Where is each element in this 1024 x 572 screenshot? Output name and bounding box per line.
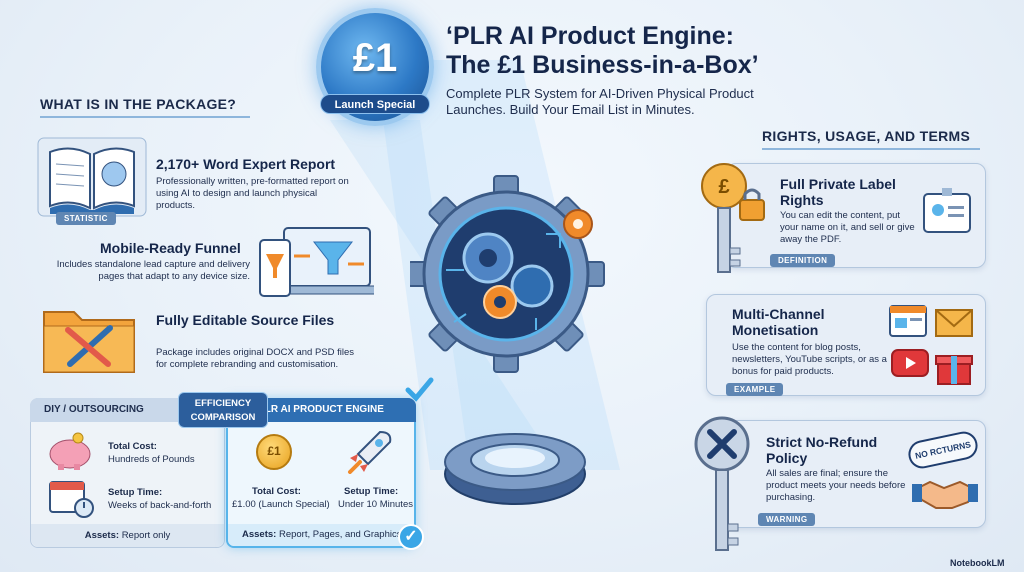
piggy-bank-icon [49, 432, 91, 470]
divider [762, 148, 980, 150]
checkmark-icon [405, 377, 434, 402]
feature-title-source-files: Fully Editable Source Files [156, 312, 335, 328]
id-badge-icon [923, 188, 971, 233]
card-desc-rights: You can edit the content, put your name … [780, 210, 915, 245]
pedestal-gear-icon [444, 433, 586, 505]
calendar-clock-icon [49, 481, 94, 518]
card-title-no-refund: Strict No-Refund Policy [766, 434, 878, 466]
gift-box-icon [935, 355, 973, 385]
divider [40, 116, 250, 118]
page-title: ‘PLR AI Product Engine: The £1 Business-… [446, 22, 759, 79]
x-mark-key-icon [694, 416, 750, 551]
warning-tag: WARNING [758, 513, 816, 526]
check-circle-icon: ✓ [398, 524, 424, 550]
medallion-amount: £1 [352, 36, 398, 80]
definition-tag: DEFINITION [770, 254, 836, 267]
brand-label: NotebookLM [950, 558, 1005, 568]
folder-tools-icon [43, 311, 135, 373]
medallion-ribbon: Launch Special [320, 94, 430, 114]
diy-cost-label: Total Cost: [108, 441, 157, 452]
open-book-icon [37, 137, 147, 217]
ai-gear-illustration [410, 175, 605, 373]
feature-desc-source-files: Package includes original DOCX and PSD f… [156, 347, 355, 370]
gold-coin-icon [256, 434, 292, 470]
feature-desc-funnel: Includes standalone lead capture and del… [56, 259, 250, 282]
diy-assets: Assets: Report only [31, 524, 224, 547]
key-padlock-icon: £ [701, 163, 765, 273]
card-desc-no-refund: All sales are final; ensure the product … [766, 468, 906, 503]
feature-title-funnel: Mobile-Ready Funnel [100, 240, 241, 256]
feature-desc-report: Professionally written, pre-formatted re… [156, 176, 349, 211]
page-subtitle: Complete PLR System for AI-Driven Physic… [446, 86, 754, 117]
card-desc-monetisation: Use the content for blog posts, newslett… [732, 342, 887, 377]
efficiency-comparison-badge: EFFICIENCY COMPARISON [178, 392, 268, 428]
handshake-icon [912, 480, 978, 509]
diy-time-label: Setup Time: [108, 487, 163, 498]
svg-text:£: £ [718, 176, 729, 198]
youtube-play-icon [891, 349, 929, 377]
card-title-monetisation: Multi-Channel Monetisation [732, 306, 825, 338]
statistic-tag: STATISTIC [56, 212, 116, 225]
diy-time-value: Weeks of back-and-forth [108, 500, 212, 511]
engine-time-label: Setup Time: [344, 486, 399, 497]
rocket-icon [348, 430, 392, 474]
engine-cost-label: Total Cost: [252, 486, 301, 497]
engine-time-value: Under 10 Minutes [338, 499, 413, 510]
blog-page-icon [889, 305, 927, 337]
example-tag: EXAMPLE [726, 383, 784, 396]
rights-heading: RIGHTS, USAGE, AND TERMS [762, 128, 971, 144]
card-title-rights: Full Private Label Rights [780, 176, 896, 208]
gold-coin-label: £1 [267, 444, 281, 458]
engine-cost-value: £1.00 (Launch Special) [232, 499, 330, 510]
engine-assets: Assets: Report, Pages, and Graphics [228, 524, 414, 546]
envelope-icon [935, 309, 973, 337]
feature-title-report: 2,170+ Word Expert Report [156, 156, 336, 172]
diy-cost-value: Hundreds of Pounds [108, 454, 195, 465]
package-heading: WHAT IS IN THE PACKAGE? [40, 96, 237, 112]
devices-funnel-icon [259, 227, 374, 297]
